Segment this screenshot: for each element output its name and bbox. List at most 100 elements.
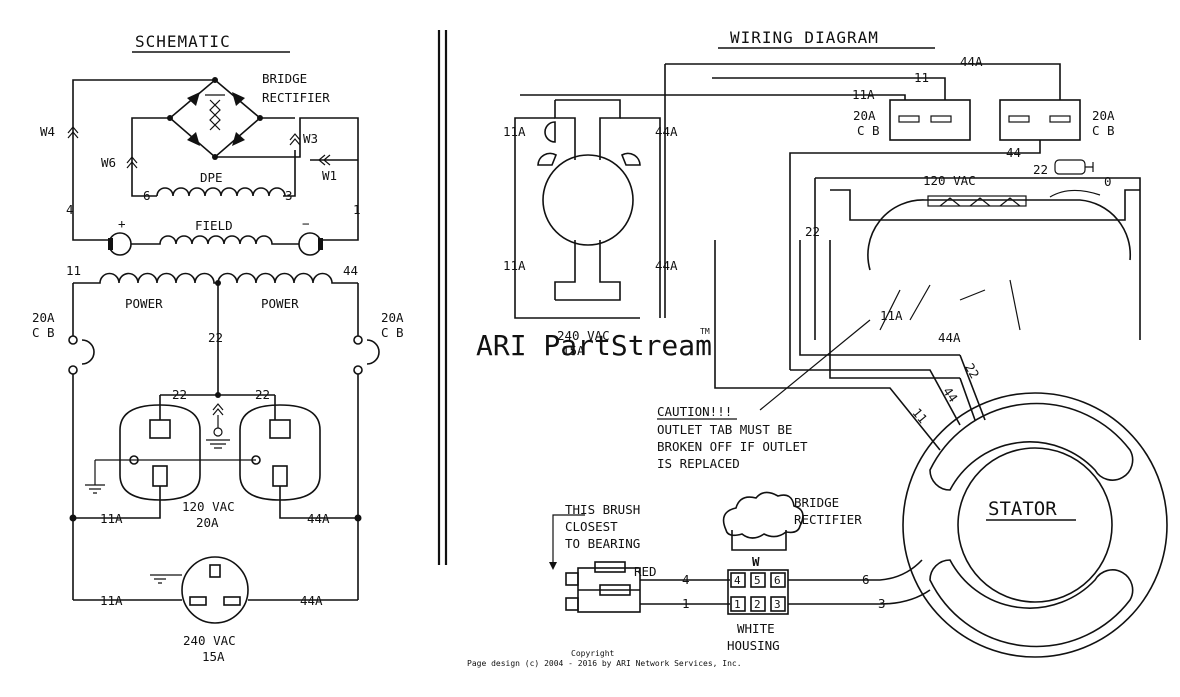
outlet120-wire-11a: 11A xyxy=(100,511,123,526)
wiring-bridge-label1: BRIDGE xyxy=(794,495,839,510)
dpe-wire-3: 3 xyxy=(285,188,293,203)
brush-note-line1: THIS BRUSH xyxy=(565,502,640,517)
outlet240-voltage: 240 VAC xyxy=(183,633,236,648)
top-wire-11: 11 xyxy=(914,70,929,85)
schematic-panel: SCHEMATIC BRIDGE RECTIFIER W4 xyxy=(32,32,404,664)
pin-5: 5 xyxy=(754,574,761,587)
bridge-rectifier-symbol xyxy=(167,77,263,160)
duplex-wire-22: 22 xyxy=(1033,162,1048,177)
schematic-title: SCHEMATIC xyxy=(135,32,231,51)
top-wire-11a: 11A xyxy=(852,87,875,102)
outlet-240v-symbol xyxy=(181,556,249,624)
power-right-label: POWER xyxy=(261,296,299,311)
outlet240-wire-44a: 44A xyxy=(300,593,323,608)
power-wire-44: 44 xyxy=(343,263,358,278)
w3-label: W3 xyxy=(303,131,318,146)
stator-wire-44: 44 xyxy=(940,384,961,405)
brush-assembly xyxy=(565,561,641,613)
w6-label: W6 xyxy=(101,155,116,170)
schem-cb-left-label: C B xyxy=(32,325,55,340)
top-wire-44a: 44A xyxy=(960,54,983,69)
wiring-bridge-rectifier xyxy=(722,491,804,551)
duplex-voltage: 120 VAC xyxy=(923,173,976,188)
footer-line: Page design (c) 2004 - 2016 by ARI Netwo… xyxy=(467,659,742,668)
wiring-panel: WIRING DIAGRAM 44A 11 11A 20A C B 20A C … xyxy=(503,28,1168,658)
schem-cb-right-rating: 20A xyxy=(381,310,404,325)
schem-cb-right-label: C B xyxy=(381,325,404,340)
pin-3: 3 xyxy=(774,598,781,611)
duplex-outlet-left xyxy=(119,404,201,501)
white-housing-terminal xyxy=(727,569,789,615)
outlet240-wire-11a: 11A xyxy=(100,593,123,608)
brush-wire-1: 1 xyxy=(682,596,690,611)
outlet120-amperage: 20A xyxy=(196,515,219,530)
dpe-label: DPE xyxy=(200,170,223,185)
brush-wire-4: 4 xyxy=(682,572,690,587)
duplex-outlet-right xyxy=(239,404,321,501)
wire-1-label: 1 xyxy=(353,202,361,217)
wiring-cb-right-rating: 20A xyxy=(1092,108,1115,123)
wiring-cb-left-label: C B xyxy=(857,123,880,138)
bridge-label-line2: RECTIFIER xyxy=(262,90,330,105)
red-wire-label: RED xyxy=(634,564,657,579)
wiring-cb-right xyxy=(999,99,1081,141)
outlet-wire-11a-top: 11A xyxy=(503,124,526,139)
mid-wire-44a: 44A xyxy=(938,330,961,345)
duplex-outlet-housing xyxy=(814,159,1141,340)
dpe-wire-6: 6 xyxy=(143,188,151,203)
caution-title: CAUTION!!! xyxy=(657,404,732,419)
outlet-wire-44a-top: 44A xyxy=(655,124,678,139)
outlet120-wire-44a: 44A xyxy=(307,511,330,526)
outlet-wire-44a-bot: 44A xyxy=(655,258,678,273)
footer-copyright: Copyright xyxy=(571,649,615,658)
brush-note-line2: CLOSEST xyxy=(565,519,618,534)
stator-lead-6: 6 xyxy=(862,572,870,587)
brush-note-line3: TO BEARING xyxy=(565,536,640,551)
housing-w-letter: W xyxy=(752,554,760,569)
outlet-wire-11a-bot: 11A xyxy=(503,258,526,273)
duplex-wire-0: 0 xyxy=(1104,174,1112,189)
field-label: FIELD xyxy=(195,218,233,233)
pin-6: 6 xyxy=(774,574,781,587)
wiring-240-amperage: 15A xyxy=(562,343,585,358)
field-minus: − xyxy=(302,216,310,231)
wiring-bridge-label2: RECTIFIER xyxy=(794,512,862,527)
stator-label: STATOR xyxy=(988,498,1057,520)
field-plus: + xyxy=(118,216,126,231)
pin-1: 1 xyxy=(734,598,741,611)
schem-cb-left-rating: 20A xyxy=(32,310,55,325)
watermark-tm: TM xyxy=(700,327,710,336)
power-wire-11: 11 xyxy=(66,263,81,278)
outlet120-voltage: 120 VAC xyxy=(182,499,235,514)
duplex-left-wire-22: 22 xyxy=(805,224,820,239)
mid-wire-44: 44 xyxy=(1006,145,1021,160)
caution-line3: IS REPLACED xyxy=(657,456,740,471)
outlet-right-wire-22: 22 xyxy=(255,387,270,402)
housing-label1: WHITE xyxy=(737,621,775,636)
pin-2: 2 xyxy=(754,598,761,611)
wiring-240-voltage: 240 VAC xyxy=(557,328,610,343)
housing-label2: HOUSING xyxy=(727,638,780,653)
bridge-label-line1: BRIDGE xyxy=(262,71,307,86)
outlet-240v-housing xyxy=(537,99,641,301)
stator-wire-22: 22 xyxy=(962,361,983,382)
caution-line2: BROKEN OFF IF OUTLET xyxy=(657,439,808,454)
watermark: ARI PartStream xyxy=(476,329,712,362)
pin-4: 4 xyxy=(734,574,741,587)
w4-label: W4 xyxy=(40,124,55,139)
mid-wire-11a: 11A xyxy=(880,308,903,323)
stator-symbol xyxy=(902,392,1168,658)
wiring-cb-right-label: C B xyxy=(1092,123,1115,138)
wire-4-label: 4 xyxy=(66,202,74,217)
stator-lead-3: 3 xyxy=(878,596,886,611)
wiring-title: WIRING DIAGRAM xyxy=(730,28,879,47)
wiring-cb-left-rating: 20A xyxy=(853,108,876,123)
outlet-left-wire-22: 22 xyxy=(172,387,187,402)
w1-label: W1 xyxy=(322,168,337,183)
neutral-wire-22: 22 xyxy=(208,330,223,345)
caution-line1: OUTLET TAB MUST BE xyxy=(657,422,792,437)
wiring-cb-left xyxy=(889,99,971,141)
stator-wire-11: 11 xyxy=(909,405,930,426)
power-left-label: POWER xyxy=(125,296,163,311)
